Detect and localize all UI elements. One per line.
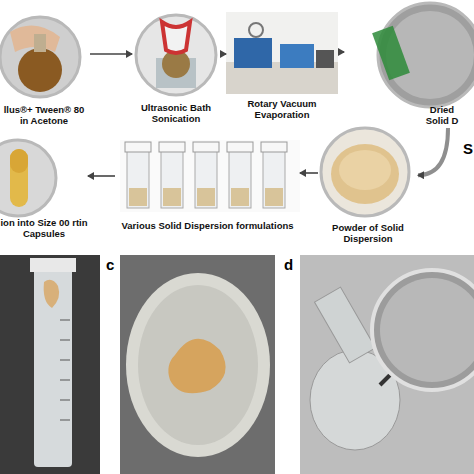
photo-detail [0,140,56,216]
photo-detail [231,188,249,206]
panel-label: c [106,256,114,273]
flow-arrow [88,175,115,177]
step-caption: Dried Solid D [420,104,464,126]
flow-arrow [418,128,448,175]
photo-detail [226,12,338,94]
scale-marks [60,320,70,420]
tube-cap [30,258,76,272]
step-caption: Various Solid Dispersion formulations [115,220,300,231]
photo-detail [129,188,147,206]
step-caption: Powder of Solid Dispersion [318,222,418,244]
photo-detail [0,17,80,97]
photo-background [120,255,275,474]
crystal-layer [126,273,270,457]
photo-step: Dried Solid D [344,8,474,128]
dish-photo [120,255,275,474]
photo-detail [227,142,253,152]
photo-detail [234,38,272,68]
flow-arrow [90,53,132,55]
flow-arrow [300,172,318,174]
photo-detail [331,144,399,204]
photo-detail [18,48,62,92]
magnified-view [372,270,474,390]
photo-step: Rotary Vacuum Evaporation [226,10,338,122]
photo-detail [159,142,185,152]
solid-lump [44,280,59,308]
photo-detail [372,26,410,81]
photo-detail [125,142,287,152]
step-caption: llus®+ Tween® 80 in Acetone [0,104,88,126]
photo-detail [10,149,28,173]
step-photo [344,8,474,128]
photo-background [0,255,100,474]
photo-detail [127,150,285,208]
photo-detail [229,150,251,208]
crystal-shade [138,285,258,445]
flask-neck [315,287,376,363]
panel-label: S [463,140,473,157]
photo-detail [136,15,216,95]
photo-detail [263,150,285,208]
photo-detail [249,23,263,37]
photo-detail [197,188,215,206]
flask-photo [300,255,474,474]
photo-detail [10,149,28,207]
photo-detail [321,128,409,216]
photo-step: ion into Size 00 rtin Capsules [0,135,88,245]
photo-detail [316,50,334,68]
photo-detail [120,140,300,212]
photo-detail [161,150,183,208]
photo-detail [195,150,217,208]
step-caption: Ultrasonic Bath Sonication [132,102,220,124]
tube [34,262,72,467]
step-caption: Rotary Vacuum Evaporation [226,98,338,120]
photo-detail [163,188,181,206]
photo-detail [261,142,287,152]
flow-arrow [220,53,226,55]
photo-step: llus®+ Tween® 80 in Acetone [0,12,90,128]
photo-detail [280,44,314,68]
photo-detail [339,150,391,190]
photo-detail [129,188,283,206]
photo-step: Ultrasonic Bath Sonication [132,12,220,126]
flow-arrow [338,51,344,53]
step-caption: ion into Size 00 rtin Capsules [0,217,88,239]
photo-detail [34,34,46,52]
photo-detail [125,142,151,152]
photo-detail [162,22,190,53]
photo-step: Powder of Solid Dispersion [318,128,418,246]
panel-label: d [284,256,293,273]
photo-detail [265,188,283,206]
photo-detail [10,26,60,52]
photo-detail [127,150,149,208]
yellow-center [168,339,225,394]
magnified-texture [380,278,474,382]
photo-step: Various Solid Dispersion formulations [115,140,300,240]
photo-detail [193,142,219,152]
tube-photo [0,255,100,474]
